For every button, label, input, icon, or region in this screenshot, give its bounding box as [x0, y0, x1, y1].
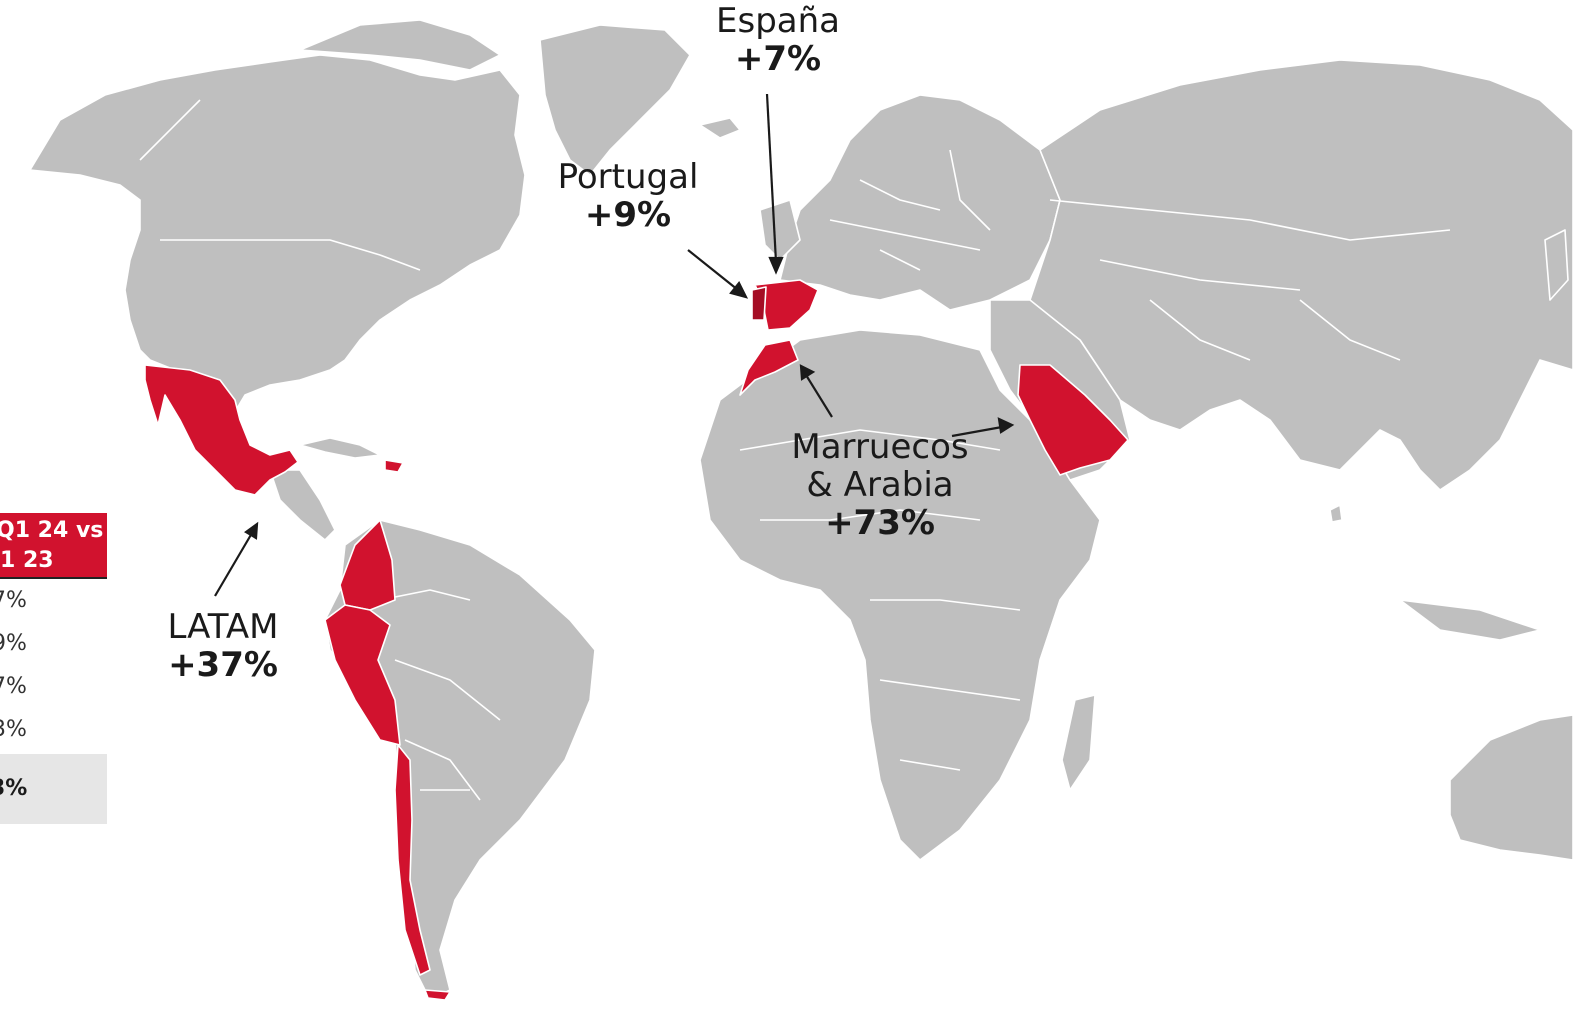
australia [1449, 714, 1573, 861]
table-row: 9% [0, 622, 107, 665]
marruecos-arrowhead [799, 364, 816, 381]
africa-borders [739, 429, 1021, 771]
latam-pct: +37% [168, 645, 278, 686]
iceland [699, 117, 741, 139]
table-row: 7% [0, 665, 107, 708]
marruecos-arabia-pct: +73% [825, 503, 935, 544]
asia-borders [1049, 199, 1451, 361]
table-cell: 9% [0, 631, 27, 656]
north-america-landmass [29, 54, 526, 421]
portugal-arrowhead [729, 280, 749, 299]
marruecos-arabia-label: Marruecos & Arabia +73% [770, 428, 990, 542]
europe-borders [829, 149, 991, 271]
africa-landmass [699, 329, 1101, 861]
latam-name: LATAM [167, 607, 279, 647]
growth-table: Q1 24 vs 1 23 7% 9% 7% 3% 3% [0, 513, 107, 824]
table-row: 7% [0, 579, 107, 622]
marruecos-name: Marruecos [791, 427, 969, 467]
table-total-cell: 3% [0, 776, 28, 801]
portugal-label: Portugal +9% [538, 158, 718, 234]
central-america [269, 469, 336, 541]
british-isles [759, 199, 801, 261]
us-canada-border [160, 239, 421, 271]
madagascar [1061, 694, 1096, 791]
mexico-highlight [144, 364, 299, 496]
cuba [299, 437, 381, 459]
portugal-arrow [687, 249, 739, 291]
japan [1544, 229, 1569, 301]
arabia-name: & Arabia [806, 465, 954, 506]
peru-highlight [324, 604, 401, 746]
table-header: Q1 24 vs 1 23 [0, 513, 107, 579]
arabia-arrow [951, 425, 1003, 438]
chile-highlight [394, 744, 431, 976]
latam-label: LATAM +37% [143, 608, 303, 684]
alaska-border [139, 99, 201, 161]
latam-arrowhead [244, 521, 259, 540]
table-row: 3% [0, 708, 107, 751]
europe-landmass [779, 94, 1061, 311]
dominican-highlight [384, 459, 404, 473]
portugal-pct: +9% [584, 195, 672, 236]
arabia-arrowhead [997, 417, 1015, 434]
table-header-line2: 1 23 [0, 548, 54, 573]
chile-south-highlight [424, 989, 451, 1001]
portugal-highlight [751, 286, 767, 321]
arctic-islands [299, 19, 501, 71]
marruecos-arrow [805, 374, 833, 418]
arrows [214, 93, 1015, 597]
espana-name: España [716, 1, 840, 41]
table-header-line1: Q1 24 vs [0, 518, 104, 543]
latam-arrow [214, 532, 253, 597]
table-cell: 7% [0, 588, 27, 613]
espana-arrow [765, 93, 778, 263]
table-total-row: 3% [0, 754, 107, 824]
espana-arrowhead [768, 256, 784, 275]
south-america-borders [379, 589, 501, 801]
saudi-arabia-highlight [1017, 364, 1129, 476]
espana-pct: +7% [734, 39, 822, 80]
greenland [539, 24, 691, 176]
sri-lanka [1329, 504, 1343, 523]
portugal-name: Portugal [557, 157, 699, 197]
table-cell: 3% [0, 717, 27, 742]
table-cell: 7% [0, 674, 27, 699]
indonesia [1399, 599, 1541, 641]
morocco-highlight [739, 339, 799, 396]
espana-label: España +7% [698, 2, 858, 78]
